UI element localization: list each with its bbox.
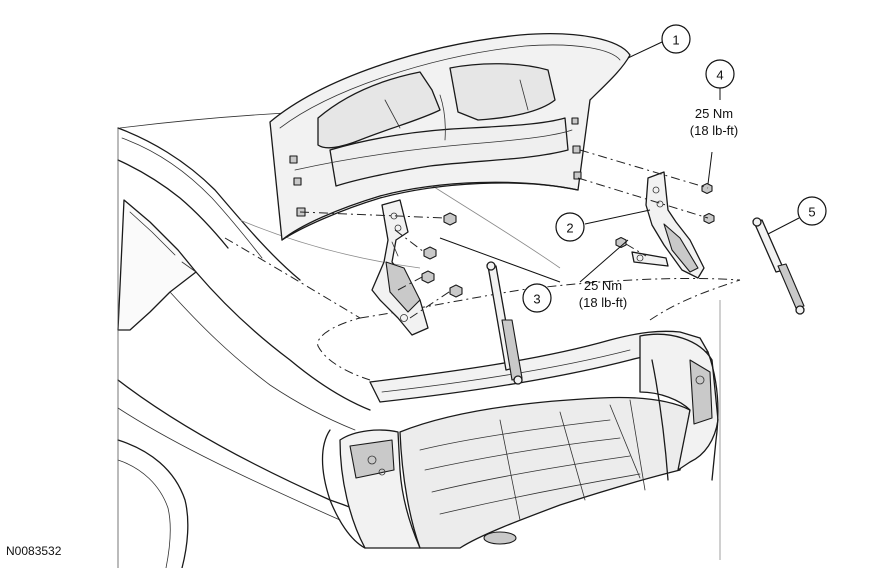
torque-upper-imperial: (18 lb-ft) bbox=[690, 123, 738, 138]
callout-5-number: 5 bbox=[808, 205, 815, 220]
fasteners bbox=[299, 149, 715, 319]
trunk-opening bbox=[321, 300, 721, 560]
callout-1: 1 bbox=[627, 24, 691, 59]
torque-lower-imperial: (18 lb-ft) bbox=[579, 295, 627, 310]
figure-reference-id: N0083532 bbox=[6, 544, 62, 558]
torque-upper-metric: 25 Nm bbox=[695, 106, 733, 121]
right-hinge bbox=[631, 171, 705, 279]
lift-support-strut bbox=[752, 217, 805, 315]
callout-3: 3 bbox=[439, 237, 629, 313]
torque-label-upper: 25 Nm (18 lb-ft) bbox=[690, 106, 738, 138]
callout-4: 4 bbox=[705, 59, 735, 185]
center-lift-support bbox=[486, 261, 523, 385]
torque-label-lower: 25 Nm (18 lb-ft) bbox=[579, 278, 627, 310]
callout-3-number: 3 bbox=[533, 292, 540, 307]
trunk-lid bbox=[269, 33, 631, 241]
callout-2: 2 bbox=[555, 209, 651, 242]
torque-lower-metric: 25 Nm bbox=[584, 278, 622, 293]
callout-1-number: 1 bbox=[672, 33, 679, 48]
callout-4-number: 4 bbox=[716, 68, 723, 83]
callout-5: 5 bbox=[767, 196, 827, 235]
callout-2-number: 2 bbox=[566, 221, 573, 236]
vehicle-body bbox=[117, 109, 741, 568]
